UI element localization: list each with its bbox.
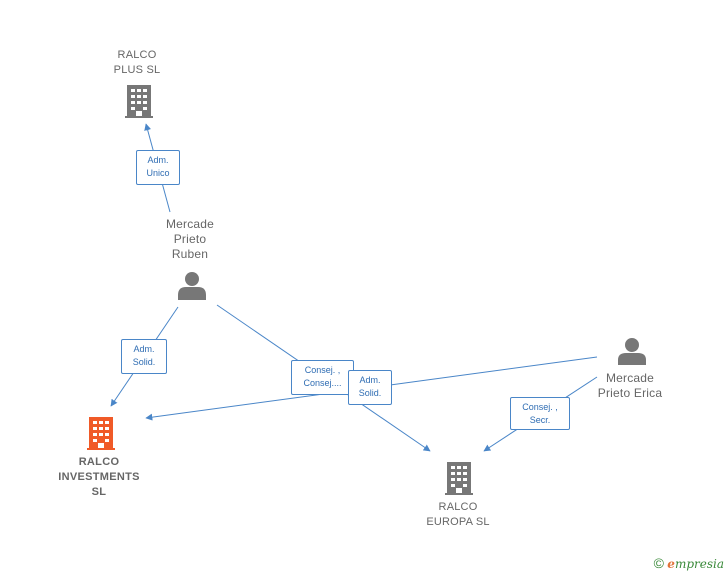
edge-label-consej-secr[interactable]: Consej. , Secr.: [510, 397, 570, 430]
node-mercade-prieto-ruben[interactable]: Mercade Prieto Ruben: [150, 217, 230, 262]
edge-label-line: Adm.: [147, 155, 169, 165]
edge-label-line: Secr.: [529, 415, 551, 425]
edge-label-line: Consej. ,: [522, 402, 558, 412]
edge-label-line: Solid.: [358, 388, 382, 398]
brand-footer[interactable]: © empresia: [654, 555, 724, 571]
person-icon: [178, 272, 206, 300]
edge-label-adm-solid-ruben[interactable]: Adm. Solid.: [121, 339, 167, 374]
node-label-line: EUROPA SL: [426, 516, 490, 528]
node-label-line: INVESTMENTS: [58, 471, 140, 483]
edge-label-adm-unico[interactable]: Adm. Unico: [136, 150, 180, 185]
edge-label-line: Solid.: [132, 357, 156, 367]
edge-label-adm-solid-erica[interactable]: Adm. Solid.: [348, 370, 392, 405]
brand-logo-initial: e: [667, 557, 675, 571]
node-label-line: SL: [91, 486, 107, 498]
building-icon: [445, 462, 473, 495]
copyright-symbol: ©: [653, 555, 664, 571]
node-label-line: Prieto Erica: [597, 386, 663, 400]
edge-label-line: Consej. ,: [304, 365, 341, 375]
edge-label-line: Consej....: [303, 378, 342, 388]
edge-label-consej-consej[interactable]: Consej. , Consej....: [291, 360, 354, 395]
person-icon: [618, 338, 646, 365]
node-label-line: RALCO: [117, 49, 157, 61]
node-mercade-prieto-erica[interactable]: Mercade Prieto Erica: [589, 371, 671, 401]
building-icon: [87, 417, 115, 450]
node-label-line: Mercade: [165, 217, 215, 231]
building-icon: [125, 85, 153, 118]
node-label-line: RALCO: [438, 501, 478, 513]
node-label-line: PLUS SL: [113, 64, 161, 76]
node-label-line: RALCO: [78, 456, 120, 468]
edge-label-line: Adm.: [133, 344, 155, 354]
brand-logo-text: mpresia: [674, 557, 724, 571]
node-label-line: Ruben: [171, 247, 209, 261]
edge-label-line: Adm.: [359, 375, 381, 385]
node-ralco-investments[interactable]: RALCO INVESTMENTS SL: [48, 455, 150, 500]
node-label-line: Prieto: [173, 232, 207, 246]
node-ralco-europa[interactable]: RALCO EUROPA SL: [415, 500, 501, 530]
node-label-line: Mercade: [605, 371, 655, 385]
edge-label-line: Unico: [146, 168, 170, 178]
node-ralco-plus[interactable]: RALCO PLUS SL: [97, 48, 177, 78]
